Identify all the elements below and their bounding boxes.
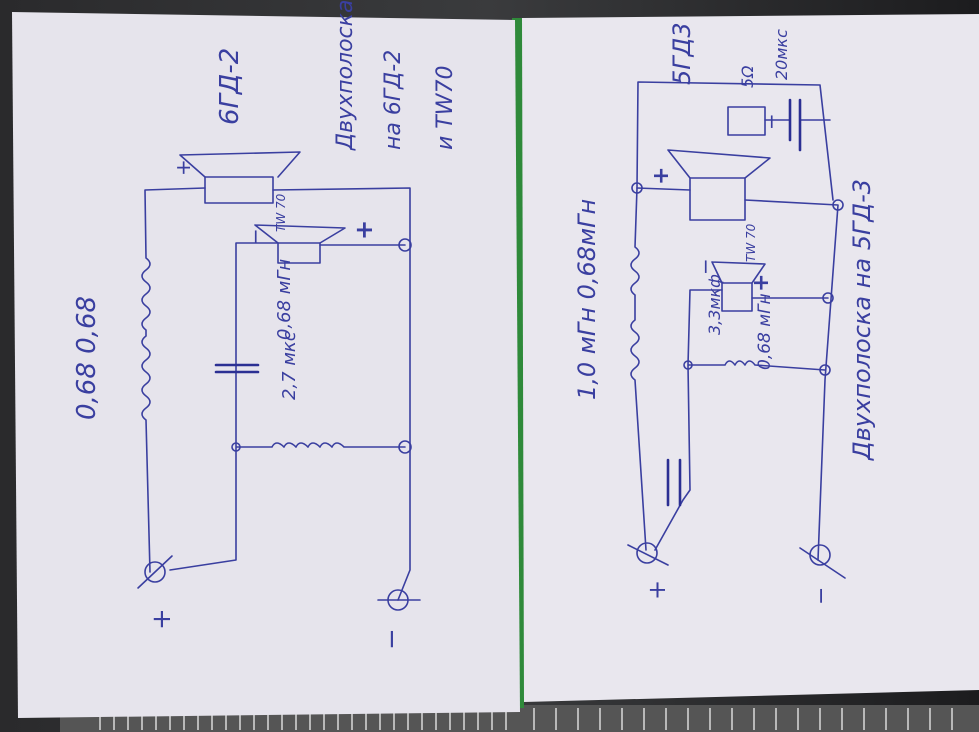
right-tweeter-magnet-icon: [721, 282, 753, 312]
right-title: Двухполоска на 5ГД-3: [848, 179, 876, 461]
right-woofer-plus: +: [649, 167, 674, 185]
left-labels: 0,68 0,68 6ГД-2 Двухполоска на 6ГД-2 и Т…: [72, 0, 458, 650]
left-title-line3: и ТW70: [433, 66, 458, 150]
left-coil-values: 0,68 0,68: [72, 296, 102, 420]
left-woofer-label: 6ГД-2: [215, 48, 245, 125]
left-plus-terminal-icon: [144, 561, 166, 583]
right-series-coils: [630, 81, 834, 551]
right-woofer-magnet-icon: [689, 177, 746, 221]
left-inductor-label: 0,68 мГн: [274, 259, 295, 340]
right-capacitor2-icon: [788, 98, 802, 152]
right-tweeter-plus: +: [749, 274, 774, 292]
left-tweeter-magnet-icon: [277, 242, 321, 264]
left-woofer-cone-icon: [179, 151, 301, 178]
right-capacitor-icon: [666, 458, 682, 507]
spiral-rings: [99, 708, 953, 730]
left-title-line2: на 6ГД-2: [381, 50, 406, 150]
left-series-coils: [141, 187, 206, 573]
left-woofer-plus: +: [171, 159, 195, 176]
right-ground-wire: [636, 187, 839, 561]
left-plus-label: +: [147, 608, 177, 630]
resistor-icon: [727, 106, 766, 136]
left-tweeter-branch: [169, 242, 406, 571]
left-tweeter-minus: −: [243, 228, 267, 245]
right-plus-terminal-icon: [636, 542, 658, 564]
right-woofer-minus: −: [759, 113, 783, 130]
right-woofer-label: 5ГД3: [668, 22, 696, 85]
left-ground-wire: [272, 187, 411, 601]
right-labels: 1,0 мГн 0,68мГн 5ГД3 5Ω 20мкс Двухполоск…: [573, 22, 876, 605]
left-circuit: [137, 151, 421, 611]
right-circuit: [627, 81, 846, 579]
right-tweeter-label: ТW 70: [744, 223, 758, 262]
left-tweeter-label: ТW 70: [274, 193, 288, 232]
left-tweeter-plus: +: [350, 220, 378, 240]
right-minus-label: −: [809, 587, 834, 605]
left-tweeter-cone-icon: [254, 224, 346, 244]
right-capacitor2-label: 20мкс: [772, 29, 791, 80]
right-coil-values: 1,0 мГн 0,68мГн: [573, 199, 601, 400]
right-tweeter-minus: −: [693, 258, 717, 275]
right-inductor-label: 0,68 мГн: [755, 293, 775, 370]
left-minus-label: −: [377, 628, 407, 650]
right-woofer-cone-icon: [667, 149, 771, 179]
right-tweeter-cone-icon: [711, 261, 766, 284]
left-title-line1: Двухполоска: [333, 0, 358, 151]
right-capacitor-label: 3,3мкф: [705, 274, 724, 335]
right-tweeter-branch: [654, 289, 829, 551]
left-capacitor-icon: [214, 363, 260, 374]
left-capacitor-label: 2,7 мкс: [279, 331, 300, 400]
resistor-label: 5Ω: [738, 65, 757, 88]
right-plus-label: +: [643, 580, 671, 600]
